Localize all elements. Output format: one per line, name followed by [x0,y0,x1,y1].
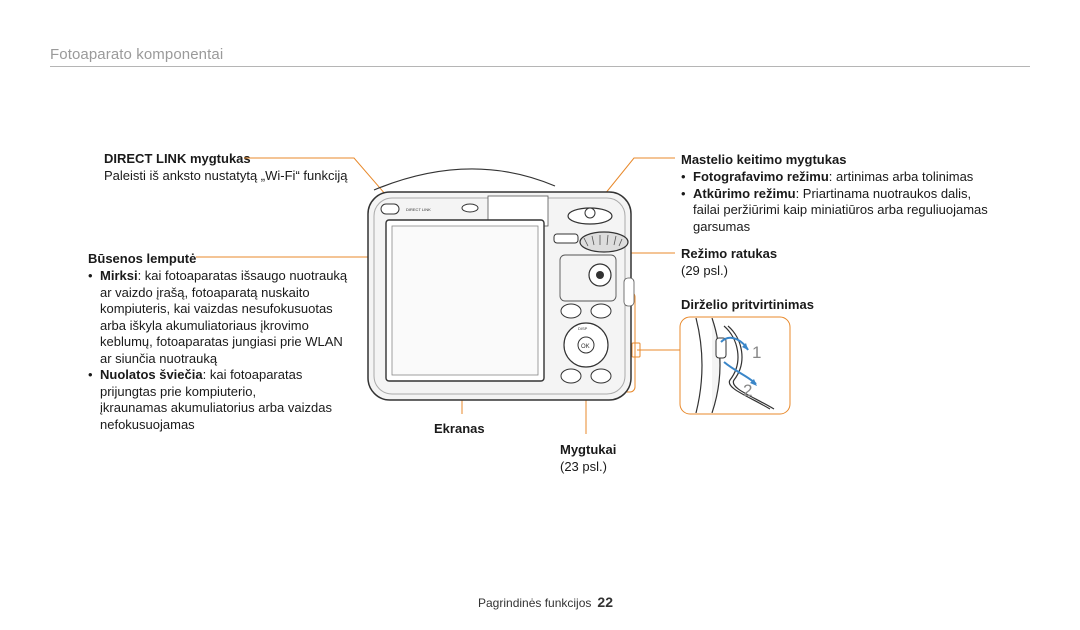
direct-link-title: DIRECT LINK mygtukas [104,151,251,166]
mode-dial-title: Režimo ratukas [681,246,778,261]
zoom-bullet-shooting: Fotografavimo režimu: artinimas arba tol… [681,169,988,186]
zoom-title: Mastelio keitimo mygtukas [681,152,847,167]
mode-dial-ref: (29 psl.) [681,263,728,278]
status-lamp-bullet-steady: Nuolatos šviečia: kai fotoaparatasprijun… [88,367,347,433]
status-lamp-bullets: Mirksi: kai fotoaparatas išsaugo nuotrau… [88,268,347,433]
direct-link-desc: Paleisti iš anksto nustatytą „Wi-Fi“ fun… [104,168,348,183]
strap-step-1: 1 [752,343,761,362]
camera-body [367,168,635,401]
status-lamp-bullet-blinking: Mirksi: kai fotoaparatas išsaugo nuotrau… [88,268,347,367]
page-header: Fotoaparato komponentai [50,46,224,63]
strap-inset-frame [679,316,791,415]
camera-disp-text: DISP [578,326,588,331]
strap-inset-drawing [695,318,775,413]
callout-direct-link [244,157,393,203]
strap-lug-outline [631,342,641,358]
camera-direct-link-text: DIRECT LINK [406,207,431,212]
status-lamp-title: Būsenos lemputė [88,251,197,266]
page-number: 22 [597,594,613,610]
strap-step-2: 2 [743,381,752,400]
buttons-title: Mygtukai [560,442,617,457]
camera-ok-text: OK [581,344,590,350]
page-footer: Pagrindinės funkcijos 22 [478,594,613,610]
strap-title: Dirželio pritvirtinimas [681,297,814,312]
screen-title: Ekranas [434,421,485,436]
header-rule [50,66,1030,67]
zoom-bullet-playback: Atkūrimo režimu: Priartinama nuotraukos … [681,186,988,236]
buttons-ref: (23 psl.) [560,459,607,474]
footer-section: Pagrindinės funkcijos [478,596,592,610]
zoom-bullets: Fotografavimo režimu: artinimas arba tol… [681,169,988,235]
